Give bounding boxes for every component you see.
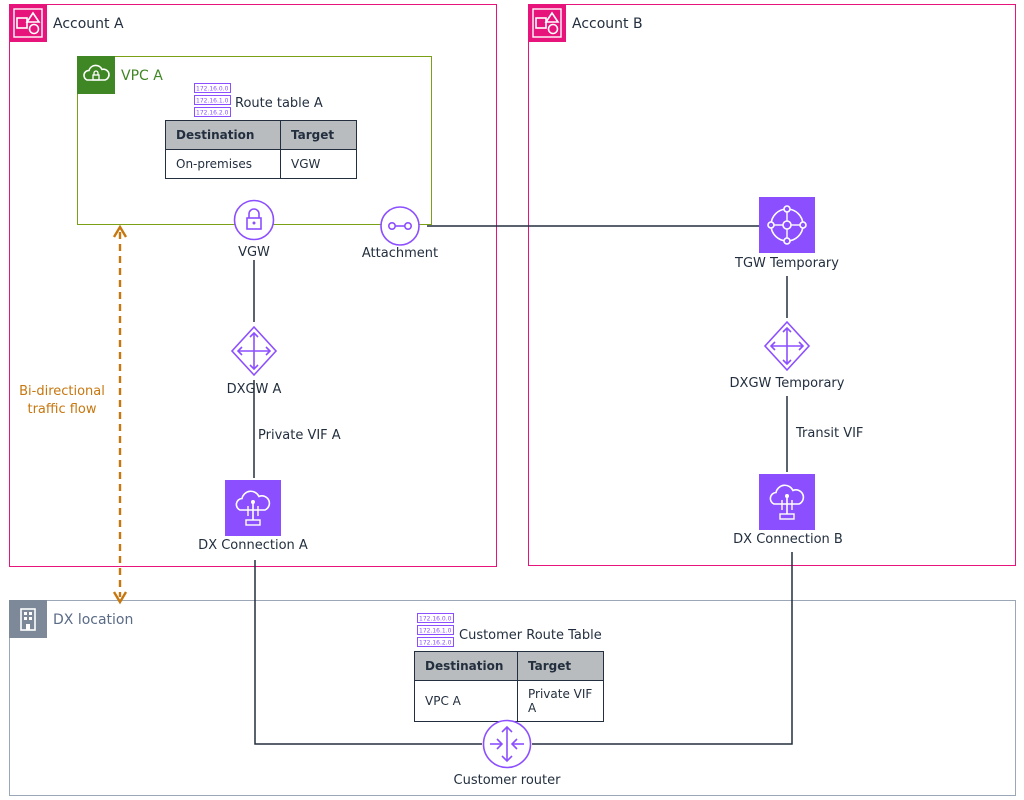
customer-route-table-icon-line-3: 172.16.2.0 [419, 640, 452, 647]
private-vif-a-label: Private VIF A [258, 428, 341, 443]
table-header: Target [517, 651, 604, 681]
vgw-label: VGW [238, 245, 270, 260]
route-table-icon-line-1: 172.16.0.0 [196, 86, 229, 93]
table-header: Destination [414, 651, 518, 681]
building-icon [9, 600, 47, 638]
router-icon [482, 719, 532, 773]
traffic-note-line1: Bi-directional [19, 384, 105, 399]
route-table-a-title: Route table A [235, 96, 323, 111]
account-icon [9, 4, 47, 42]
dx-location-group [9, 600, 1016, 796]
table-row: On-premises VGW [165, 149, 357, 179]
customer-route-table-icon-line-1: 172.16.0.0 [419, 616, 452, 623]
link-dxconn-a-router [254, 560, 482, 745]
route-table-icon: 172.16.0.0 172.16.1.0 172.16.2.0 [417, 613, 455, 651]
route-table-icon-line-2: 172.16.1.0 [196, 98, 229, 105]
vgw-lock-icon [233, 199, 275, 245]
dx-location-title: DX location [53, 612, 134, 628]
table-cell: VPC A [414, 680, 518, 722]
table-row: VPC A Private VIF A [414, 680, 604, 722]
account-a-group [9, 4, 497, 567]
dx-connection-b-label: DX Connection B [733, 532, 843, 547]
account-a-title: Account A [53, 16, 124, 32]
route-table-a: Destination Target On-premises VGW [165, 120, 357, 179]
transit-vif-label: Transit VIF [796, 426, 864, 441]
customer-router-label: Customer router [453, 773, 561, 788]
link-dxconn-b-router [532, 552, 793, 745]
direct-connect-icon [225, 480, 281, 540]
table-header: Target [280, 120, 357, 150]
customer-route-table-title: Customer Route Table [459, 628, 602, 643]
dx-gateway-icon [763, 320, 811, 376]
attachment-icon [380, 206, 420, 250]
attachment-label: Attachment [361, 246, 439, 261]
transit-gateway-icon [759, 197, 815, 257]
vpc-icon [77, 56, 115, 94]
dxgw-temporary-label: DXGW Temporary [729, 376, 845, 391]
route-table-icon: 172.16.0.0 172.16.1.0 172.16.2.0 [194, 83, 232, 121]
direct-connect-icon [759, 474, 815, 534]
route-table-icon-line-3: 172.16.2.0 [196, 110, 229, 117]
table-cell: On-premises [165, 149, 281, 179]
table-header: Destination [165, 120, 281, 150]
account-b-title: Account B [572, 16, 643, 32]
dx-connection-a-label: DX Connection A [198, 538, 308, 553]
table-cell: VGW [280, 149, 357, 179]
customer-route-table: Destination Target VPC A Private VIF A [414, 651, 604, 722]
arrow-head-up [112, 224, 128, 238]
dx-gateway-icon [230, 325, 278, 381]
traffic-note-line2: traffic flow [27, 402, 97, 417]
arrow-head-down [112, 591, 128, 605]
account-icon [528, 4, 566, 42]
dxgw-a-label: DXGW A [226, 382, 282, 397]
customer-route-table-icon-line-2: 172.16.1.0 [419, 628, 452, 635]
tgw-label: TGW Temporary [735, 256, 839, 271]
account-b-group [528, 4, 1016, 566]
vpc-a-title: VPC A [121, 68, 163, 84]
table-cell: Private VIF A [517, 680, 604, 722]
